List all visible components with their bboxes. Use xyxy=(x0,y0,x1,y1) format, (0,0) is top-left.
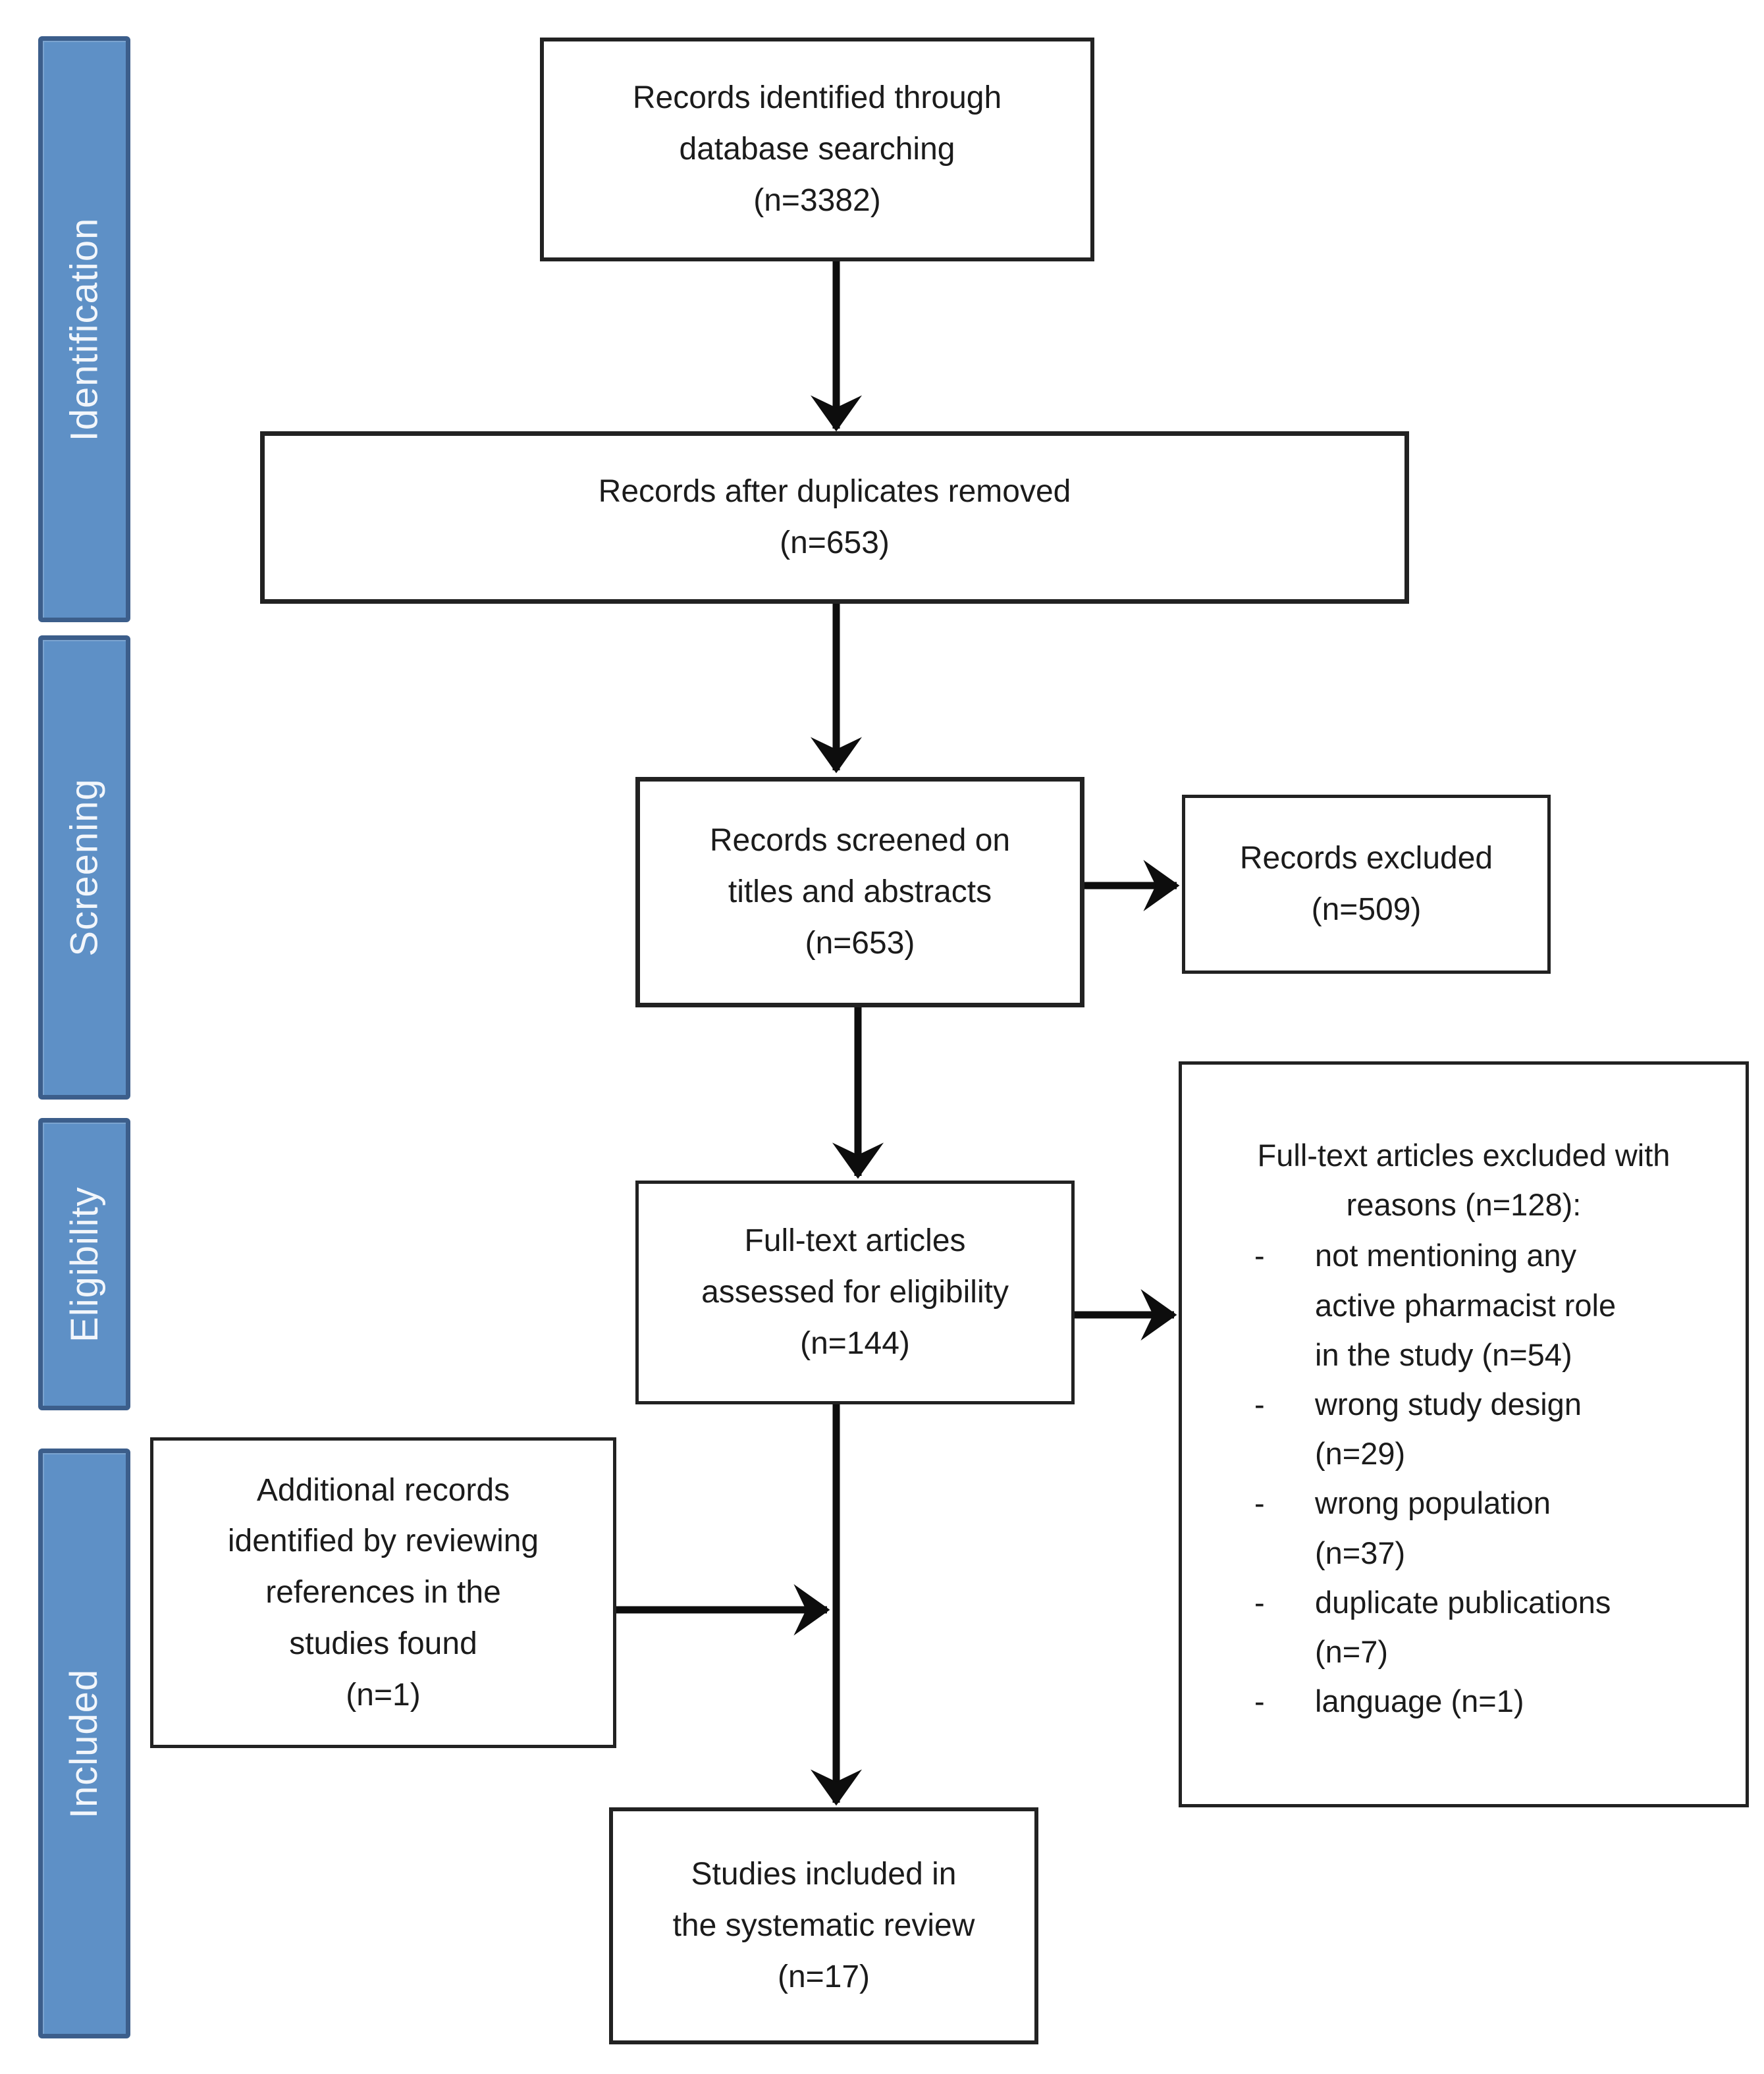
box-records-identified-text: Records identified through database sear… xyxy=(632,80,1002,218)
box-duplicates-removed: Records after duplicates removed (n=653) xyxy=(260,431,1409,604)
stage-label-included: Included xyxy=(63,1668,106,1819)
box-fulltext-assessed: Full-text articles assessed for eligibil… xyxy=(635,1181,1075,1404)
stage-bar-eligibility: Eligibility xyxy=(38,1118,130,1410)
box-fulltext-assessed-text: Full-text articles assessed for eligibil… xyxy=(701,1223,1009,1361)
stage-bar-included: Included xyxy=(38,1449,130,2038)
dash-bullet: - xyxy=(1254,1386,1265,1422)
exclusion-reason-text: language (n=1) xyxy=(1315,1684,1524,1719)
dash-bullet: - xyxy=(1254,1684,1265,1719)
fulltext-excluded-header: Full-text articles excluded with reasons… xyxy=(1257,1138,1670,1223)
exclusion-reason-text: wrong population (n=37) xyxy=(1315,1485,1551,1570)
exclusion-reason-item: - duplicate publications (n=7) xyxy=(1254,1578,1727,1676)
exclusion-reason-item: - not mentioning any active pharmacist r… xyxy=(1254,1231,1727,1379)
box-additional-records: Additional records identified by reviewi… xyxy=(150,1437,616,1748)
box-studies-included-text: Studies included in the systematic revie… xyxy=(672,1857,975,1994)
dash-bullet: - xyxy=(1254,1584,1265,1620)
stage-label-screening: Screening xyxy=(63,778,106,957)
box-records-excluded: Records excluded (n=509) xyxy=(1182,795,1551,974)
exclusion-reason-text: wrong study design (n=29) xyxy=(1315,1386,1582,1472)
box-records-screened-text: Records screened on titles and abstracts… xyxy=(709,823,1011,961)
box-records-identified: Records identified through database sear… xyxy=(540,38,1094,261)
box-additional-records-text: Additional records identified by reviewi… xyxy=(227,1472,539,1713)
exclusion-reasons-list: - not mentioning any active pharmacist r… xyxy=(1200,1231,1727,1726)
exclusion-reason-item: - language (n=1) xyxy=(1254,1676,1727,1726)
stage-label-identification: Identification xyxy=(63,217,106,441)
exclusion-reason-text: duplicate publications (n=7) xyxy=(1315,1584,1611,1669)
box-studies-included: Studies included in the systematic revie… xyxy=(609,1807,1038,2044)
box-records-excluded-text: Records excluded (n=509) xyxy=(1239,841,1493,927)
exclusion-reason-text: not mentioning any active pharmacist rol… xyxy=(1315,1238,1617,1372)
box-fulltext-excluded-reasons: Full-text articles excluded with reasons… xyxy=(1179,1061,1749,1807)
box-duplicates-removed-text: Records after duplicates removed (n=653) xyxy=(598,474,1071,560)
dash-bullet: - xyxy=(1254,1238,1265,1273)
dash-bullet: - xyxy=(1254,1485,1265,1521)
stage-bar-identification: Identification xyxy=(38,36,130,622)
exclusion-reason-item: - wrong study design (n=29) xyxy=(1254,1379,1727,1478)
stage-bar-screening: Screening xyxy=(38,635,130,1100)
stage-label-eligibility: Eligibility xyxy=(63,1186,106,1343)
box-records-screened: Records screened on titles and abstracts… xyxy=(635,777,1084,1007)
exclusion-reason-item: - wrong population (n=37) xyxy=(1254,1478,1727,1577)
